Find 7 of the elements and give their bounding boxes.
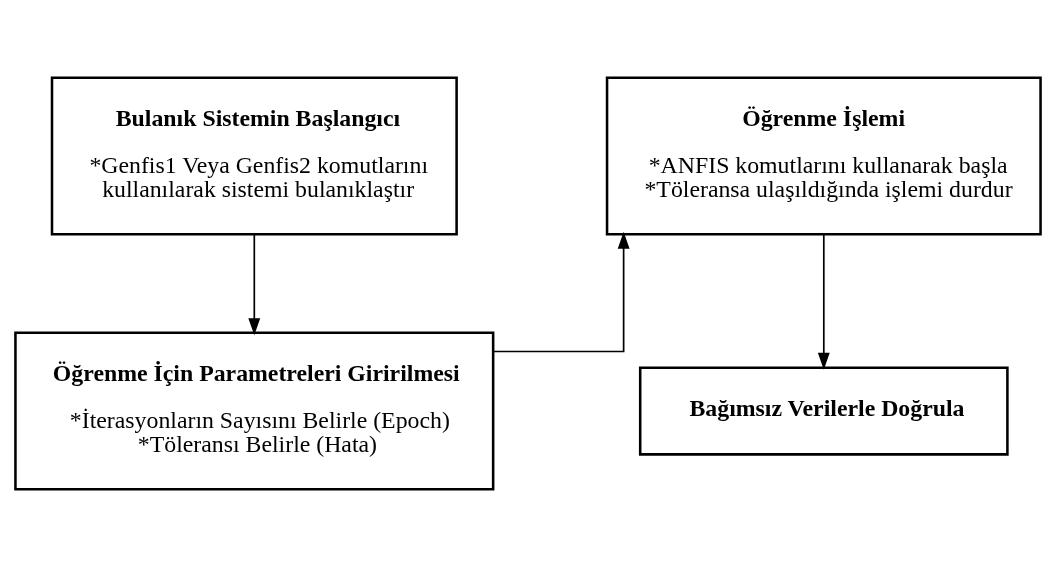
node-box: Bağımsız Verilerle Doğrula bbox=[638, 365, 1009, 456]
arrow bbox=[248, 233, 261, 335]
arrow bbox=[492, 231, 630, 352]
node-box: Öğrenme İşlemi *ANFIS komutlarını kullanarak başla *Töleransa ulaşıldığında işlemi durdur bbox=[605, 76, 1042, 235]
arrow bbox=[817, 233, 830, 370]
node-box: Bulanık Sistemin Başlangıcı *Genfis1 Veya Genfis2 komutlarını kullanılarak sistemi bulanıklaştır bbox=[50, 76, 458, 235]
node-box: Öğrenme İçin Parametreleri Giririlmesi *İterasyonların Sayısını Belirle (Epoch) *Töleransı Belirle (Hata) bbox=[14, 331, 495, 490]
